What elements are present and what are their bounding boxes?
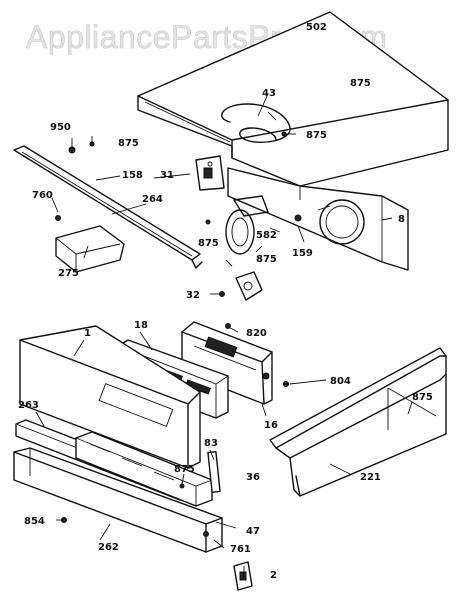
callout-18: 18: [134, 320, 148, 331]
leader-lines: [35, 93, 413, 574]
control-housing-820: [181, 321, 273, 405]
callout-875: 875: [118, 138, 139, 149]
callout-36: 36: [246, 472, 260, 483]
callout-263: 263: [18, 400, 39, 411]
callout-83: 83: [204, 438, 218, 449]
callout-221: 221: [360, 472, 381, 483]
callout-262: 262: [98, 542, 119, 553]
callout-2: 2: [270, 570, 277, 581]
callout-760: 760: [32, 190, 53, 201]
callout-875: 875: [256, 254, 277, 265]
knob-area-83: [75, 431, 221, 507]
top-panel-502: [137, 11, 449, 187]
callout-43: 43: [262, 88, 276, 99]
callouts: 502 875 43 875 950 875 158 31 760 264 8 …: [18, 22, 433, 581]
callout-875: 875: [174, 464, 195, 475]
callout-16: 16: [264, 420, 278, 431]
callout-820: 820: [246, 328, 267, 339]
bracket-221: [269, 347, 447, 497]
callout-875: 875: [412, 392, 433, 403]
callout-875: 875: [306, 130, 327, 141]
callout-264: 264: [142, 194, 163, 205]
callout-158: 158: [122, 170, 143, 181]
callout-582: 582: [256, 230, 277, 241]
bracket-31: [195, 155, 225, 191]
rail-264: [13, 145, 203, 269]
callout-8: 8: [398, 214, 405, 225]
callout-854: 854: [24, 516, 45, 527]
callout-159: 159: [292, 248, 313, 259]
callout-502: 502: [306, 22, 327, 33]
callout-275: 275: [58, 268, 79, 279]
callout-950: 950: [50, 122, 71, 133]
bracket-275: [55, 225, 125, 273]
clip-2: [233, 561, 253, 591]
callout-875: 875: [350, 78, 371, 89]
side-panel-8: [227, 167, 409, 271]
callout-761: 761: [230, 544, 251, 555]
callout-31: 31: [160, 170, 174, 181]
callout-875: 875: [198, 238, 219, 249]
component-cluster: [225, 195, 269, 301]
callout-32: 32: [186, 290, 200, 301]
callout-804: 804: [330, 376, 351, 387]
callout-47: 47: [246, 526, 260, 537]
fasteners: [55, 131, 302, 537]
front-panel-1: [19, 325, 201, 469]
callout-1: 1: [84, 328, 91, 339]
